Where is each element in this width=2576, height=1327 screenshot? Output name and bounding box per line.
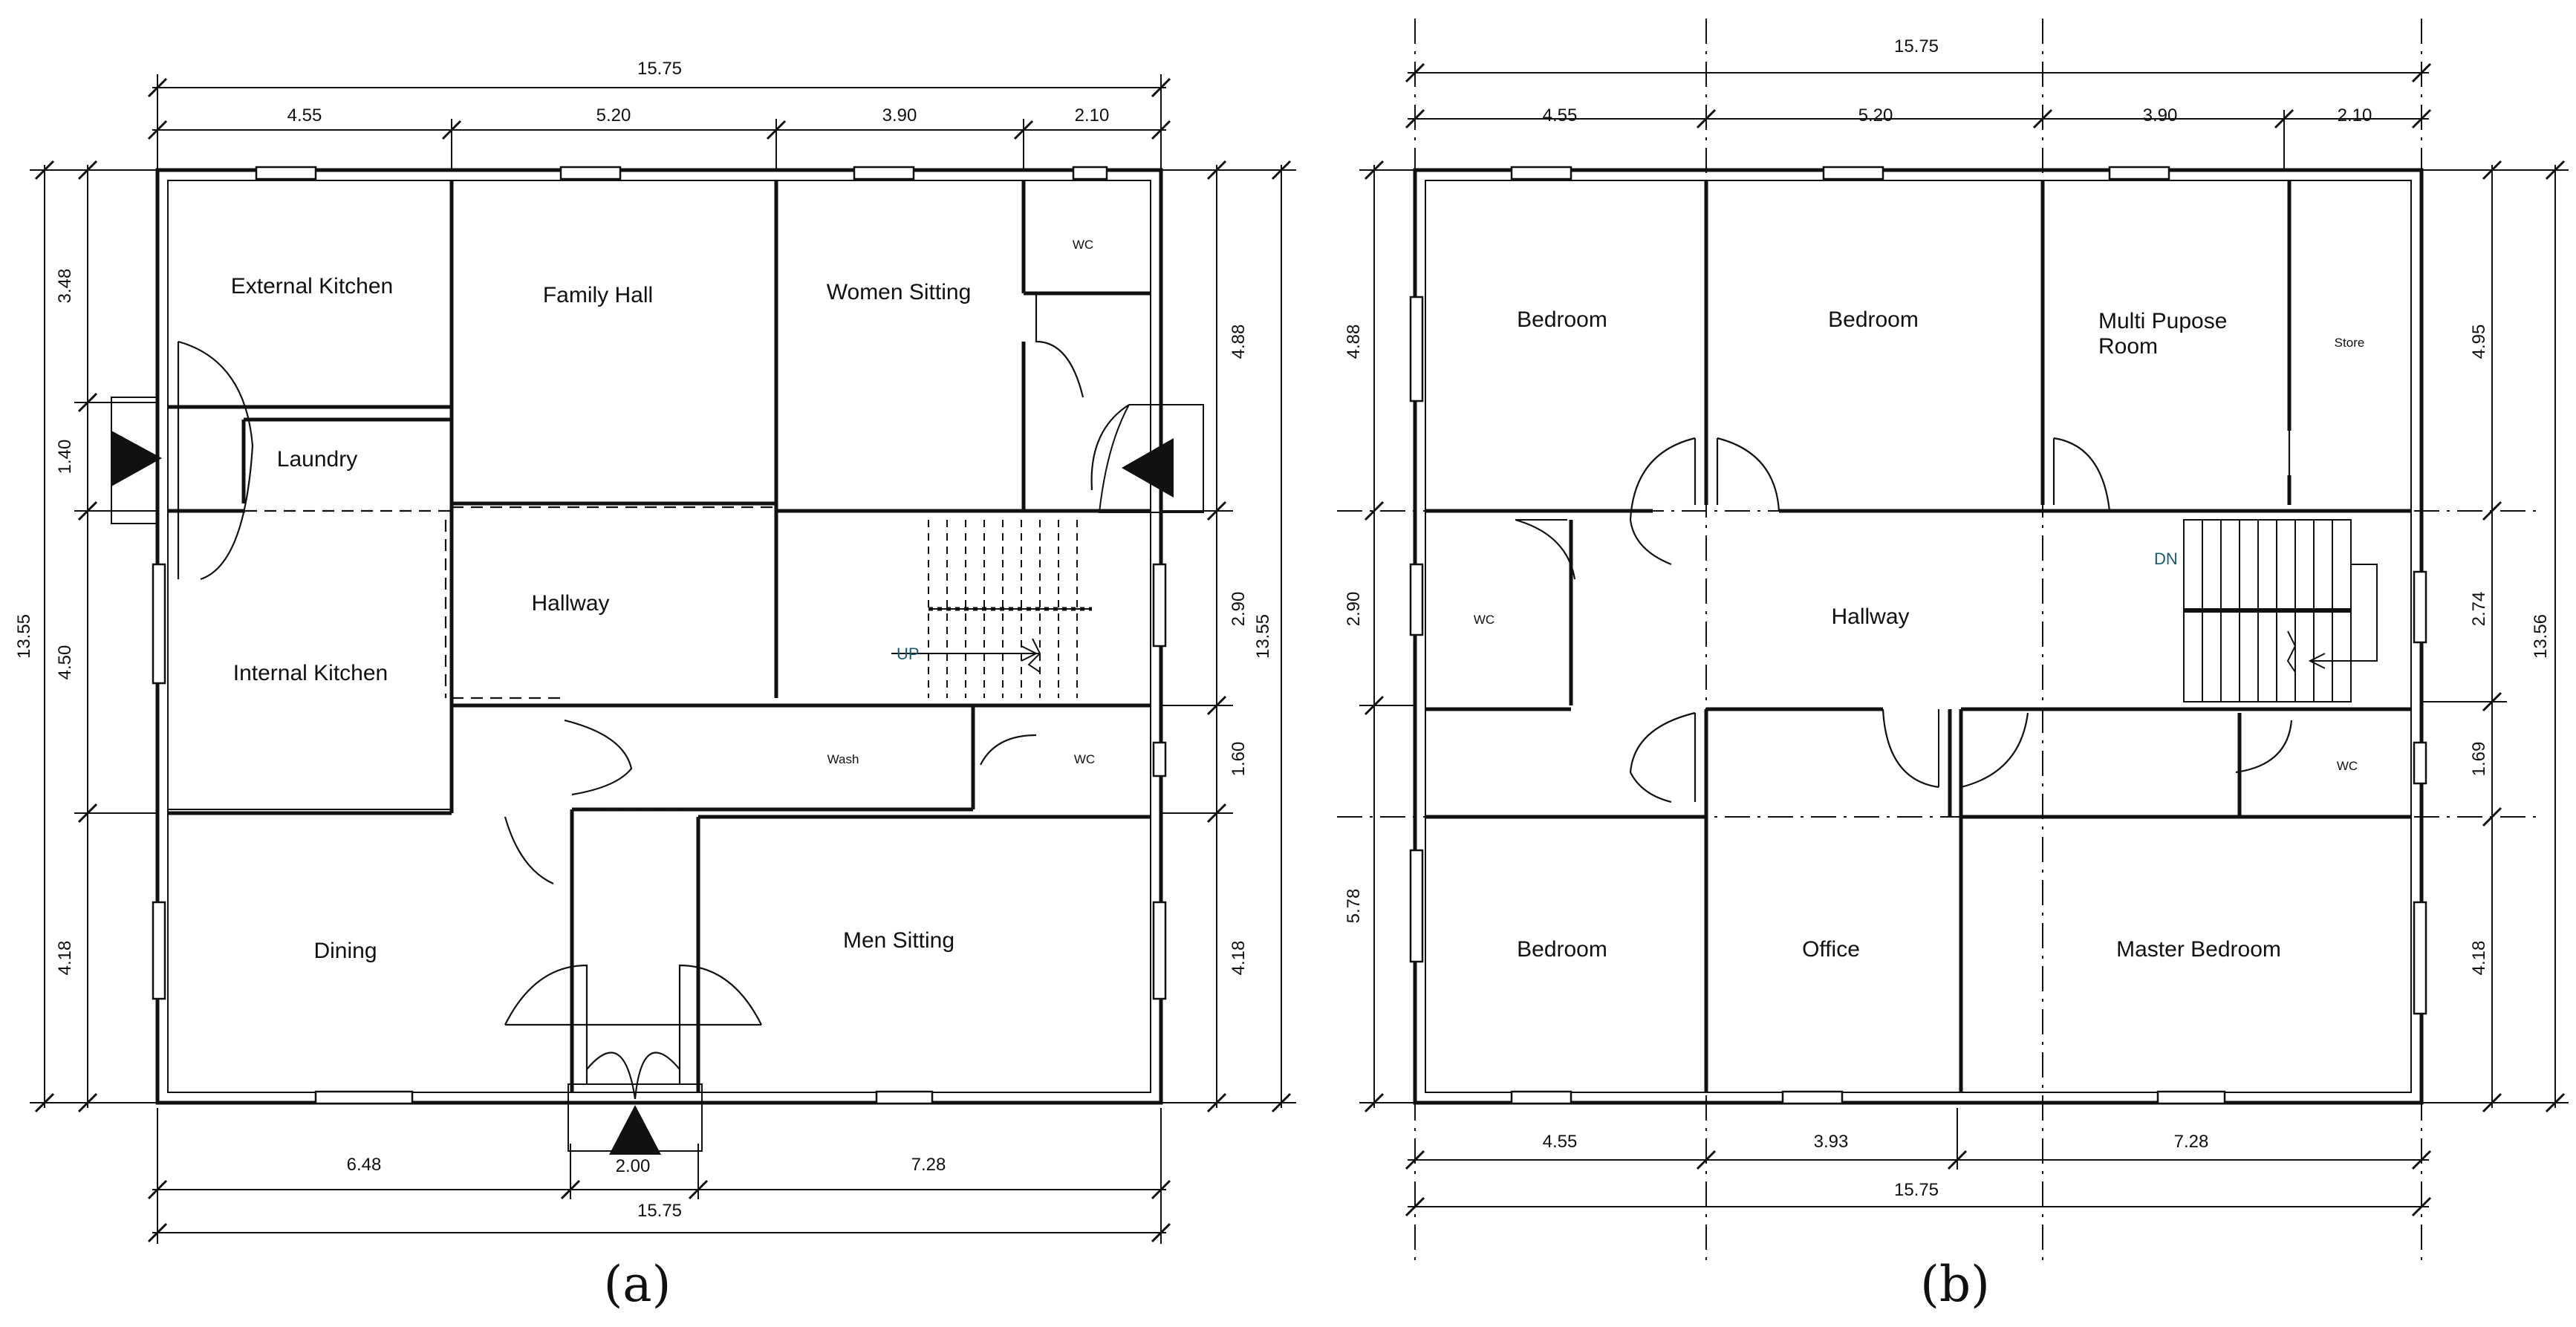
dim-a-top-3: 3.90 — [882, 105, 917, 125]
plan-b-grid-lines — [1337, 19, 2540, 1262]
room-wc-left: WC — [1474, 613, 1494, 627]
room-wash: Wash — [827, 752, 859, 766]
plan-a-doors — [504, 293, 1084, 885]
plan-b-windows — [1409, 166, 2427, 1105]
entry-arrow-west — [111, 431, 162, 486]
dim-b-right-total: 13.56 — [2531, 614, 2551, 659]
dim-b-top-3: 3.90 — [2143, 105, 2178, 125]
dim-b-left-2: 2.90 — [1344, 592, 1364, 627]
plan-a-open-boundaries — [245, 401, 1025, 811]
dim-a-top-4: 2.10 — [1075, 105, 1110, 125]
dim-b-top-1: 4.55 — [1543, 105, 1578, 125]
plan-a-outer-wall — [155, 168, 1163, 1105]
dim-b-bottom-2: 3.93 — [1814, 1132, 1849, 1152]
plan-a-ground-floor: UP External Kitchen Family Hall Women Si… — [14, 59, 1296, 1313]
entry-arrow-east — [1122, 438, 1174, 498]
dim-a-left-4: 4.18 — [55, 941, 75, 976]
dim-a-bottom-2: 2.00 — [616, 1156, 651, 1176]
dim-a-top-1: 4.55 — [287, 105, 322, 125]
room-hallway: Hallway — [531, 591, 609, 616]
room-store: Store — [2335, 336, 2365, 350]
plan-a-room-labels: External Kitchen Family Hall Women Sitti… — [231, 238, 1095, 963]
dim-a-right-1: 4.88 — [1229, 325, 1249, 359]
room-office: Office — [1802, 937, 1860, 962]
dim-b-bottom-3: 7.28 — [2174, 1132, 2209, 1152]
room-laundry: Laundry — [277, 447, 357, 472]
dim-a-left-3: 4.50 — [55, 645, 75, 680]
plan-b-doors — [1515, 431, 2293, 803]
plan-a-interior-walls — [168, 180, 1151, 1092]
room-men-sitting: Men Sitting — [843, 928, 954, 953]
dim-a-right-total: 13.55 — [1253, 614, 1273, 659]
room-women-sitting: Women Sitting — [827, 280, 972, 304]
plan-a-windows — [152, 166, 1167, 1105]
dim-b-right-4: 4.18 — [2469, 941, 2489, 976]
plan-b-stairs: DN — [2154, 519, 2378, 702]
room-dining: Dining — [313, 939, 377, 963]
dim-a-left-1: 3.48 — [55, 269, 75, 304]
room-bedroom-2: Bedroom — [1828, 307, 1919, 332]
plan-b-interior-walls — [1425, 180, 2411, 1092]
plan-a-entrances — [111, 340, 1204, 1152]
dim-a-bottom-total: 15.75 — [637, 1201, 682, 1221]
dim-a-top-2: 5.20 — [596, 105, 631, 125]
dim-b-left-3: 5.78 — [1344, 889, 1364, 924]
dim-b-bottom-total: 15.75 — [1894, 1180, 1939, 1200]
room-wc-right: WC — [2337, 759, 2358, 773]
plan-a-dimension-labels: 15.75 4.55 5.20 3.90 2.10 3.48 1.40 4.50… — [14, 59, 1273, 1221]
entry-arrow-south — [609, 1105, 661, 1155]
dim-b-top-total: 15.75 — [1894, 36, 1939, 56]
dim-a-top-total: 15.75 — [637, 59, 682, 79]
room-bedroom-1: Bedroom — [1517, 307, 1607, 332]
room-hallway-b: Hallway — [1831, 604, 1909, 629]
dim-b-right-3: 1.69 — [2469, 742, 2489, 777]
dim-a-left-total: 13.55 — [14, 614, 34, 659]
dim-a-bottom-1: 6.48 — [347, 1155, 382, 1175]
room-family-hall: Family Hall — [543, 283, 653, 307]
room-internal-kitchen: Internal Kitchen — [233, 661, 388, 685]
plan-a-entry-arrows — [111, 431, 1174, 1155]
dim-b-right-1: 4.95 — [2469, 325, 2489, 359]
dim-a-left-2: 1.40 — [55, 440, 75, 475]
plan-b-dimension-labels: 15.75 4.55 5.20 3.90 2.10 4.88 2.90 5.78… — [1344, 36, 2551, 1200]
room-bedroom-3: Bedroom — [1517, 937, 1607, 962]
room-multi-purpose: Multi Pupose — [2098, 309, 2227, 333]
plan-a-stair-up-label: UP — [897, 645, 920, 663]
plan-a-stairs: UP — [891, 520, 1092, 698]
caption-a: (a) — [604, 1256, 671, 1313]
dim-a-right-2: 2.90 — [1229, 592, 1249, 627]
dim-b-bottom-1: 4.55 — [1543, 1132, 1578, 1152]
plan-b-first-floor: DN Bedroom Bedroom Multi Pupose Room Sto… — [1337, 19, 2569, 1313]
plan-b-dimension-lines — [1359, 62, 2569, 1217]
plan-b-stair-down-label: DN — [2154, 550, 2178, 568]
plan-a-dimension-lines — [30, 74, 1296, 1244]
room-multi-purpose-line2: Room — [2098, 334, 2158, 359]
plan-b-room-labels: Bedroom Bedroom Multi Pupose Room Store … — [1474, 307, 2364, 962]
caption-b: (b) — [1920, 1256, 1990, 1313]
room-external-kitchen: External Kitchen — [231, 274, 393, 299]
room-master-bedroom: Master Bedroom — [2116, 937, 2281, 962]
dim-a-right-4: 4.18 — [1229, 941, 1249, 976]
dim-a-bottom-3: 7.28 — [911, 1155, 946, 1175]
dim-a-right-3: 1.60 — [1229, 742, 1249, 777]
room-wc-mid: WC — [1074, 752, 1095, 766]
dim-b-right-2: 2.74 — [2469, 592, 2489, 627]
room-wc-top: WC — [1073, 238, 1093, 252]
dim-b-top-4: 2.10 — [2338, 105, 2372, 125]
dim-b-left-1: 4.88 — [1344, 325, 1364, 359]
dim-b-top-2: 5.20 — [1858, 105, 1893, 125]
